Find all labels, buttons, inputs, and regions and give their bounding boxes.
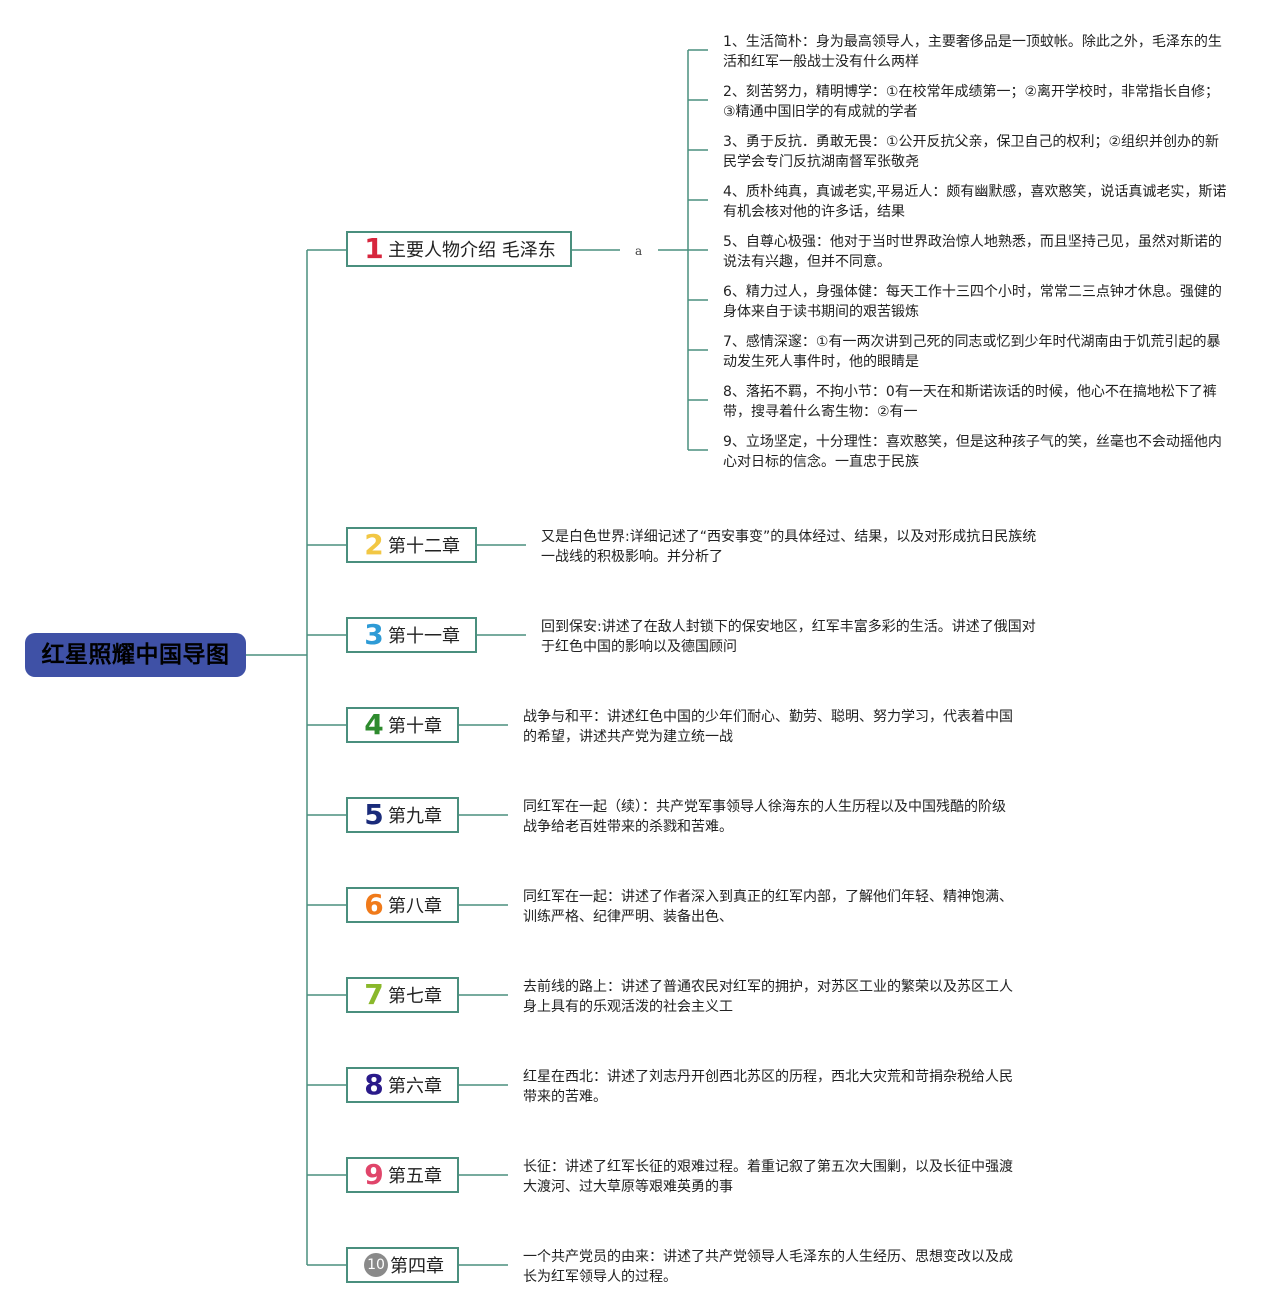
node-chapter-7[interactable]: 7 第七章 xyxy=(346,977,459,1013)
node-chapter-9[interactable]: 5 第九章 xyxy=(346,797,459,833)
trait-item-5: 5、自尊心极强：他对于当时世界政治惊人地熟悉，而且坚持己见，虽然对斯诺的说法有兴… xyxy=(723,234,1222,270)
chapter-6-description: 红星在西北：讲述了刘志丹开创西北苏区的历程，西北大灾荒和苛捐杂税给人民带来的苦难… xyxy=(523,1069,1013,1105)
trait-item-9: 9、立场坚定，十分理性：喜欢憨笑，但是这种孩子气的笑，丝毫也不会动摇他内心对日标… xyxy=(723,434,1222,470)
chapter-12-description: 又是白色世界:详细记述了“西安事变”的具体经过、结果，以及对形成抗日民族统一战线… xyxy=(541,529,1037,565)
number-4-icon: 4 xyxy=(364,708,384,741)
node-label: 第五章 xyxy=(388,1166,442,1187)
trait-item-2: 2、刻苦努力，精明博学：①在校常年成绩第一；②离开学校时，非常指长自修；③精通中… xyxy=(723,84,1220,120)
trait-item-1: 1、生活简朴：身为最高领导人，主要奢侈品是一顶蚊帐。除此之外，毛泽东的生活和红军… xyxy=(723,34,1222,70)
node-label: 第十二章 xyxy=(388,536,460,557)
trait-item-7: 7、感情深邃：①有一两次讲到己死的同志或忆到少年时代湖南由于饥荒引起的暴动发生死… xyxy=(723,334,1221,370)
chapter-5-description: 长征：讲述了红军长征的艰难过程。着重记叙了第五次大围剿，以及长征中强渡大渡河、过… xyxy=(523,1159,1013,1195)
chapter-11-description: 回到保安:讲述了在敌人封锁下的保安地区，红军丰富多彩的生活。讲述了俄国对于红色中… xyxy=(541,619,1036,655)
chapter-10-description: 战争与和平：讲述红色中国的少年们耐心、勤劳、聪明、努力学习，代表着中国的希望，讲… xyxy=(523,709,1013,745)
number-3-icon: 3 xyxy=(364,618,384,651)
node-label: 第六章 xyxy=(388,1076,442,1097)
node-label: 第七章 xyxy=(388,986,442,1007)
node-label: 第十一章 xyxy=(388,626,460,647)
node-chapter-12[interactable]: 2 第十二章 xyxy=(346,527,477,563)
number-8-icon: 8 xyxy=(364,1068,384,1101)
number-6-icon: 6 xyxy=(364,888,384,921)
node-chapter-5[interactable]: 9 第五章 xyxy=(346,1157,459,1193)
node-chapter-8[interactable]: 6 第八章 xyxy=(346,887,459,923)
number-9-icon: 9 xyxy=(364,1158,384,1191)
trait-item-3: 3、勇于反抗．勇敢无畏：①公开反抗父亲，保卫自己的权利；②组织并创办的新民学会专… xyxy=(723,134,1220,170)
trait-item-8: 8、落拓不羁，不拘小节：0有一天在和斯诺诙话的时候，他心不在搞地松下了裤带，搜寻… xyxy=(723,384,1217,420)
node-label: 第四章 xyxy=(390,1256,444,1277)
node-main-character[interactable]: 1 主要人物介绍 毛泽东 xyxy=(346,231,572,267)
node-chapter-6[interactable]: 8 第六章 xyxy=(346,1067,459,1103)
node-label: 主要人物介绍 毛泽东 xyxy=(388,240,556,261)
trait-item-6: 6、精力过人，身强体健：每天工作十三四个小时，常常二三点钟才休息。强健的身体来自… xyxy=(723,284,1222,320)
node-chapter-11[interactable]: 3 第十一章 xyxy=(346,617,477,653)
root-title: 红星照耀中国导图 xyxy=(41,642,230,668)
node-chapter-10[interactable]: 4 第十章 xyxy=(346,707,459,743)
chapter-4-description: 一个共产党员的由来：讲述了共产党领导人毛泽东的人生经历、思想变改以及成长为红军领… xyxy=(523,1249,1013,1285)
node-chapter-4[interactable]: 10 第四章 xyxy=(346,1247,459,1283)
chapter-8-description: 同红军在一起：讲述了作者深入到真正的红军内部，了解他们年轻、精神饱满、训练严格、… xyxy=(523,889,1013,925)
number-7-icon: 7 xyxy=(364,978,384,1011)
connector-label: a xyxy=(635,244,643,258)
number-1-icon: 1 xyxy=(364,232,384,265)
node-label: 第十章 xyxy=(388,716,442,737)
number-5-icon: 5 xyxy=(364,798,384,831)
chapter-7-description: 去前线的路上：讲述了普通农民对红军的拥护，对苏区工业的繁荣以及苏区工人身上具有的… xyxy=(523,979,1013,1015)
number-2-icon: 2 xyxy=(364,528,384,561)
trait-item-4: 4、质朴纯真，真诚老实,平易近人：颇有幽默感，喜欢憨笑，说话真诚老实，斯诺有机会… xyxy=(723,184,1227,220)
root-node[interactable]: 红星照耀中国导图 xyxy=(25,633,246,677)
chapter-9-description: 同红军在一起（续）：共产党军事领导人徐海东的人生历程以及中国残酷的阶级战争给老百… xyxy=(523,799,1006,835)
node-label: 第八章 xyxy=(388,896,442,917)
node-label: 第九章 xyxy=(388,806,442,827)
number-10-icon: 10 xyxy=(364,1253,388,1277)
